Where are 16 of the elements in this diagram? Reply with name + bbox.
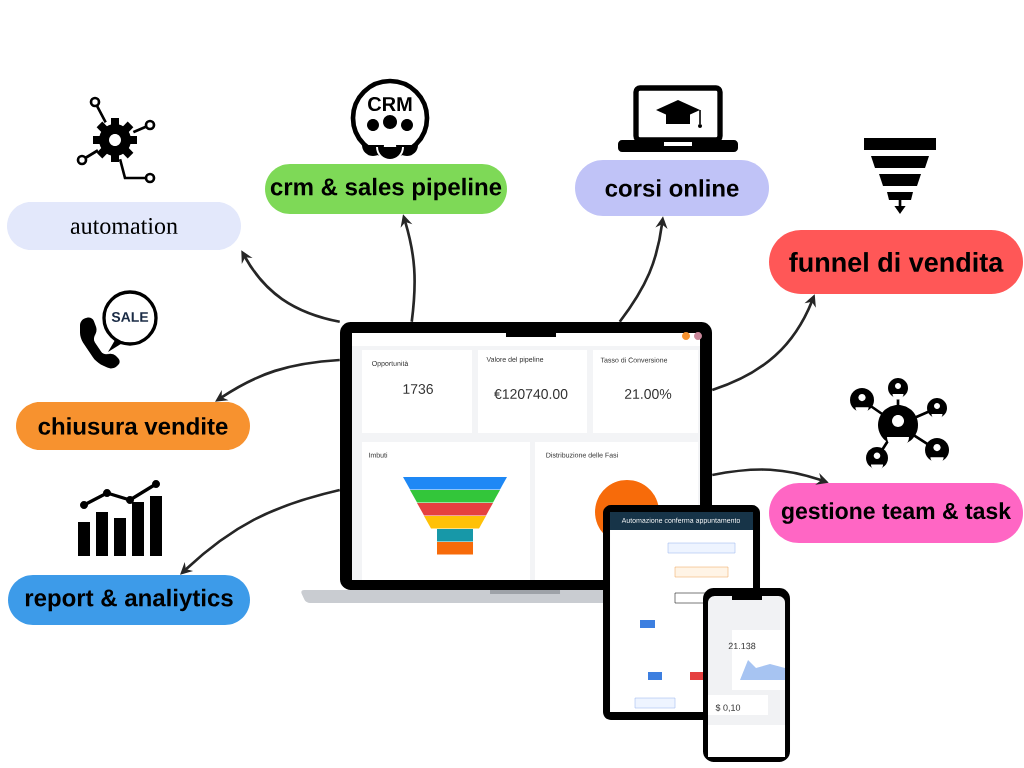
label-pill: report & analiytics (8, 575, 250, 625)
arrow (180, 488, 341, 575)
arrow (215, 358, 340, 402)
screen-text: €120740.00 (494, 389, 568, 399)
screen-text: 21.138 (728, 642, 756, 650)
label-pill: funnel di vendita (769, 230, 1023, 294)
label-pill: corsi online (575, 160, 769, 216)
screen-text: 1736 (403, 384, 433, 394)
screen-text: $ 0,10 (715, 704, 741, 712)
label-pill: gestione team & task (769, 483, 1023, 543)
label-pill: chiusura vendite (16, 402, 250, 450)
icon-text: CRM (368, 96, 412, 112)
icon-text: SALE (111, 312, 149, 322)
label-pill: crm & sales pipeline (265, 164, 507, 214)
screen-text: 21.00% (625, 389, 672, 399)
label-pill: automation (7, 202, 241, 250)
